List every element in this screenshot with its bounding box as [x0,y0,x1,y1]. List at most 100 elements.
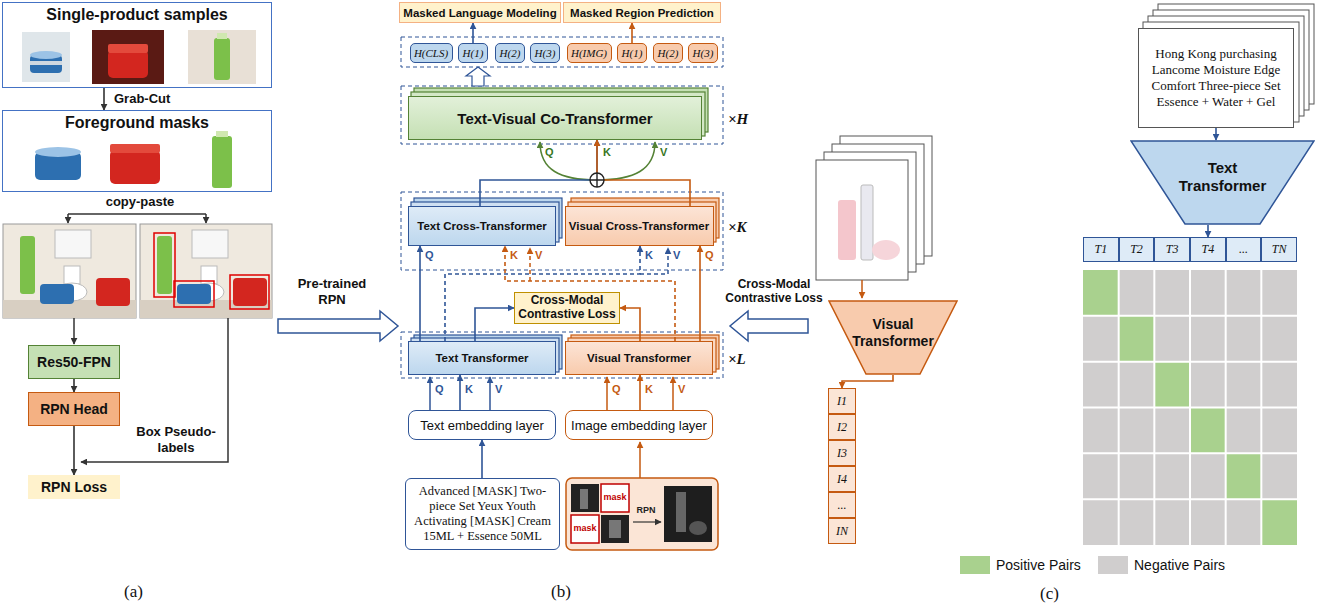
node-text: H(2) [500,47,521,59]
embedding-cell: I1 [828,388,856,414]
node-text: Visual Transformer [587,352,691,364]
embedding-cell: I3 [828,440,856,466]
image-stack [816,136,932,280]
composite-image [64,266,80,284]
composite-image [230,275,269,309]
panel-box: Single-product samples [2,2,272,88]
foreground-mask [35,147,81,157]
foreground-mask [35,131,232,188]
transformer-box: Text-Visual Co-Transformer [408,96,702,140]
embedding-cell: I2 [828,414,856,440]
qkv-label: Q [425,249,434,262]
product-photo [30,61,62,65]
node-text: ... [838,498,847,513]
node-text: H(1) [463,47,484,59]
task-box: Masked Region Prediction [563,2,721,23]
token-box: H(2) [653,43,683,63]
image-stack [872,240,900,260]
product-photo [188,30,256,84]
transformer-box: Visual Cross-Transformer [565,206,714,246]
similarity-matrix [1261,499,1297,545]
node-text: T2 [1130,242,1143,257]
node-text: T4 [1201,242,1214,257]
connector [475,308,514,341]
copy-paste-bracket [205,214,207,223]
connector-group [74,23,1216,478]
sum-symbol [590,173,604,187]
token-box: H(3) [688,43,718,63]
product-photo [92,30,164,84]
legend-swatch [960,556,990,574]
composite-image [233,278,267,306]
similarity-matrix [1154,362,1190,408]
node-text: H(1) [622,47,643,59]
similarity-matrix [1119,316,1155,362]
composite-image [40,284,74,304]
embedding-cell: T2 [1119,237,1155,262]
token-box: H(IMG) [567,43,612,63]
node-text: H(3) [535,47,556,59]
composite-image [3,224,136,318]
arrow-label: Cross-Modal Contrastive Loss [722,277,826,306]
connector [472,23,474,43]
qkv-arrow [429,377,431,410]
product-photo [188,30,256,84]
connector [480,140,597,206]
connector [103,88,105,110]
qkv-label: Q [705,249,714,262]
connector [419,246,421,341]
dashed-group [401,192,723,270]
connector [73,426,75,475]
node-text: Masked Region Prediction [570,7,714,19]
masked-image-input [566,478,718,550]
node-text: H(CLS) [414,47,448,59]
connector [505,246,675,341]
legend-swatch [1098,556,1128,574]
node-text: ... [1239,242,1248,257]
similarity-matrix [1083,270,1297,545]
trapezoid-outline [1131,141,1314,224]
node-text: T3 [1166,242,1179,257]
masked-image-input [633,521,661,522]
composite-image [154,233,175,297]
qkv-label: K [603,146,611,159]
encoder-trapezoid: Visual Transformer [828,300,958,375]
foreground-mask [110,144,160,153]
connector [631,23,633,43]
hollow-arrow [466,67,490,86]
repeat-count: ×K [728,218,747,236]
masked-image-input [601,484,629,512]
panel-label: (c) [1040,584,1059,604]
sum-symbol [590,173,604,187]
repeat-count: ×H [728,110,748,128]
qkv-label: Q [435,383,444,396]
node-text: H(IMG) [571,47,607,59]
node-text: Advanced [MASK] Two-piece Set Yeux Youth… [411,484,554,544]
connector [1215,128,1217,140]
qkv-label: V [495,383,502,396]
node-text: Visual Cross-Transformer [569,220,709,232]
node-text: Foreground masks [65,114,209,132]
node-text: I1 [837,394,847,409]
qkv-arrow [672,377,674,410]
composite-image [157,236,172,294]
embedding-cell: ... [828,492,856,518]
node-text: H(2) [658,47,679,59]
flow-arrow [73,318,75,344]
composite-image [3,224,136,318]
node-text: RPN Head [40,401,108,417]
node-text: I2 [837,420,847,435]
qkv-label: K [645,383,653,396]
connector [597,140,690,206]
connector [73,379,75,392]
token-box: H(3) [530,43,560,63]
node-text: Image embedding layer [571,418,707,433]
masked-image-input [580,489,588,509]
composite-image [20,236,35,294]
token-box: H(2) [495,43,525,63]
legend-text: Positive Pairs [996,557,1081,573]
similarity-matrix [1083,270,1297,545]
